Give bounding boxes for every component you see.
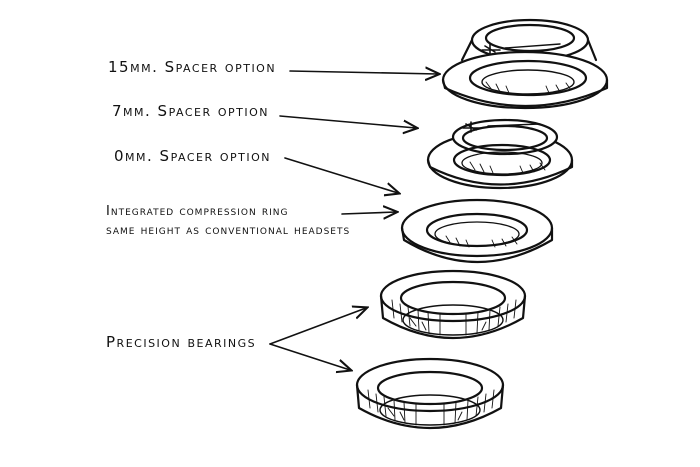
bearing-upper-part — [379, 269, 527, 339]
arrow-15mm — [289, 71, 438, 74]
arrow-7mm — [279, 115, 416, 128]
compression-ring-part — [400, 198, 554, 263]
label-15mm-spacer: 15mm. Spacer option — [108, 58, 277, 76]
label-compression-height: same height as conventional headsets — [106, 223, 351, 238]
label-0mm-spacer: 0mm. Spacer option — [114, 147, 272, 165]
label-7mm-spacer: 7mm. Spacer option — [112, 102, 270, 120]
spacer-7mm-part — [426, 118, 574, 190]
arrow-bearing-lower — [269, 343, 350, 370]
spacer-15mm-part — [441, 18, 609, 110]
arrow-0mm — [284, 157, 398, 193]
arrow-bearing-upper — [269, 308, 366, 345]
arrow-compression — [341, 212, 396, 214]
label-compression-ring: Integrated compression ring — [106, 204, 289, 219]
label-precision-bearings: Precision bearings — [106, 333, 257, 351]
bearing-lower-part — [355, 357, 505, 429]
